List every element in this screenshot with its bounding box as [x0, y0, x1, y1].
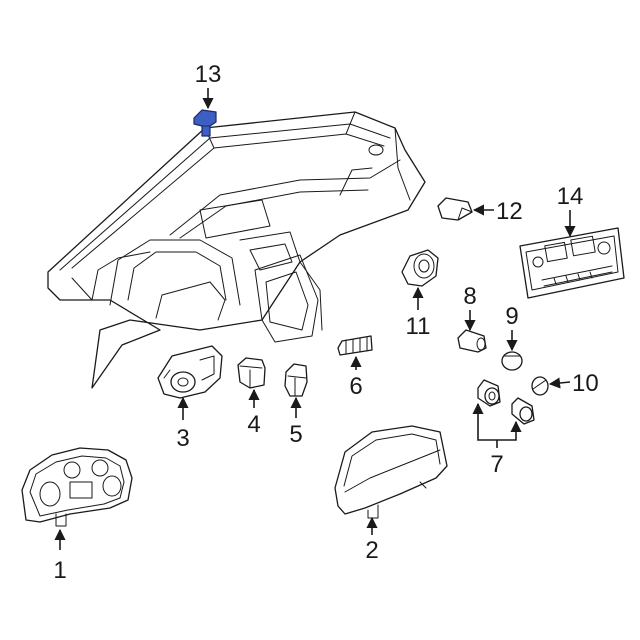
callout-8: 8 — [463, 283, 476, 310]
part-6-switch-strip — [337, 335, 373, 356]
callout-2: 2 — [365, 537, 378, 564]
instrument-panel — [47, 111, 426, 389]
callout-13: 13 — [195, 61, 222, 88]
part-7-sockets — [477, 379, 535, 425]
callout-1: 1 — [53, 557, 66, 584]
part-14-control-panel — [519, 227, 625, 299]
part-1-instrument-cluster — [21, 447, 133, 527]
part-13-sensor-highlighted — [193, 109, 217, 137]
callout-6: 6 — [349, 373, 362, 400]
part-9-knob — [501, 351, 523, 371]
callout-10: 10 — [572, 370, 599, 397]
part-4-switch — [237, 357, 266, 389]
callout-labels: 1 2 3 4 5 6 7 8 9 10 11 12 13 14 — [53, 61, 598, 584]
part-12-sensor — [437, 197, 473, 221]
callout-5: 5 — [289, 421, 302, 448]
callout-3: 3 — [176, 425, 189, 452]
callout-11: 11 — [406, 313, 431, 340]
part-2-instrument-cluster — [334, 425, 448, 519]
part-10-cap — [531, 376, 549, 396]
callout-9: 9 — [505, 303, 518, 330]
callout-14: 14 — [557, 183, 584, 210]
callout-7: 7 — [490, 451, 503, 478]
leader-lines — [54, 88, 576, 550]
callout-12: 12 — [496, 198, 523, 225]
part-5-switch — [284, 363, 308, 397]
callout-4: 4 — [247, 411, 260, 438]
part-11-lighter — [401, 249, 439, 287]
part-8-bulb — [457, 329, 487, 353]
part-3-headlamp-switch — [157, 345, 223, 399]
